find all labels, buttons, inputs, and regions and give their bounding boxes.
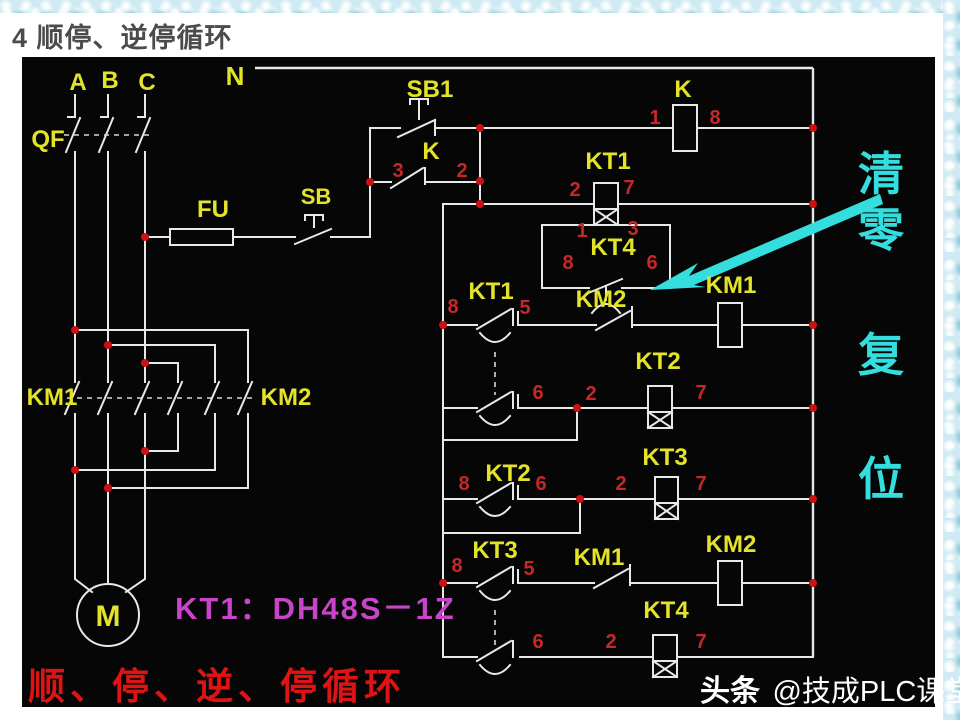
k-coil [479,104,814,152]
reset-note-char: 清 [858,148,904,200]
kt4-reset-terminal-1: 1 [576,220,587,242]
circuit-panel: A B C N QF FU SB SB1 K K KT1 KT4 KM1 KM2… [22,57,935,707]
kt2-coil-terminal-2: 2 [585,383,596,405]
kt1-contact-terminal-5: 5 [519,297,530,319]
sb1-pushbutton [369,98,481,139]
row-kt3-km1-km2coil [442,560,814,649]
k-coil-label: K [674,76,692,103]
qf-label: QF [31,126,64,153]
kt4-reset-terminal-8: 8 [562,252,573,274]
kt3-coil-terminal-7: 7 [695,473,706,495]
sb-label: SB [301,184,332,209]
circuit-diagram: A B C N QF FU SB SB1 K K KT1 KT4 KM1 KM2… [27,61,883,679]
k-coil-terminal-8: 8 [709,107,720,129]
kt2-contact-label: KT2 [485,460,530,487]
kt1-coil-terminal-7: 7 [623,177,634,199]
kt4-coil-terminal-7: 7 [695,631,706,653]
kt1-contact-terminal-6: 6 [532,382,543,404]
kt4-reset-terminal-3: 3 [627,218,638,240]
top-border-texture [0,0,960,13]
kt4-coil-terminal-2: 2 [605,631,616,653]
kt4-reset-contact [541,224,671,315]
km1-coil-label: KM1 [706,272,757,299]
km1-nc-label: KM1 [574,544,625,571]
km2-nc-label: KM2 [576,286,627,313]
reset-note-char: 复 [858,328,904,381]
k-contact-label: K [422,138,440,165]
reset-note: 清 零 复 位 [852,150,910,503]
watermark-brand: 头条 [700,675,760,708]
kt3-contact-terminal-8: 8 [451,555,462,577]
phase-b-label: B [101,67,118,94]
kt3-contact-terminal-5: 5 [523,558,534,580]
row-kt2-kt3coil [442,476,814,534]
reset-arrow [650,194,883,290]
reset-note-char: 位 [858,452,904,505]
right-border-texture [943,0,960,720]
kt3-coil-label: KT3 [642,444,687,471]
fuse-fu [144,228,296,246]
kt1-coil-label: KT1 [585,148,630,175]
kt3-coil-terminal-2: 2 [615,473,626,495]
phase-a-label: A [69,69,86,96]
kt4-reset-terminal-6: 6 [646,252,657,274]
phase-lines [64,94,152,383]
kt1-contact-terminal-8: 8 [447,296,458,318]
kt2-contact-terminal-8: 8 [458,473,469,495]
km-main-contacts [63,329,256,489]
row-kt1b-kt2coil [442,385,814,441]
k-coil-terminal-1: 1 [649,107,660,129]
kt1-coil-terminal-2: 2 [569,179,580,201]
sb1-label: SB1 [407,76,454,103]
kt1-contact-label: KT1 [468,278,513,305]
motor-label: M [96,600,121,633]
motor [74,444,146,647]
kt2-coil-terminal-7: 7 [695,382,706,404]
kt3-contact-label: KT3 [472,537,517,564]
row-kt1-km2-km1coil [442,302,814,395]
k-contact-terminal-2: 2 [456,160,467,182]
kt2-coil-label: KT2 [635,348,680,375]
row-kt3b-kt4coil [442,634,814,679]
kt4-coil-label: KT4 [643,597,689,624]
fu-label: FU [197,196,229,223]
watermark: 头条 @技成PLC课堂 [700,666,960,710]
km2-block-label: KM2 [261,384,312,411]
junction-dots [71,124,817,587]
page-title: 4 顺停、逆停循环 [12,23,233,53]
kt4-reset-label: KT4 [590,234,636,261]
kt3-contact-terminal-6: 6 [532,631,543,653]
timer-model-spec: KT1：DH48S－1Z [175,591,456,626]
kt2-contact-terminal-6: 6 [535,473,546,495]
km1-block-label: KM1 [27,384,78,411]
kt1-coil [479,182,814,227]
reset-note-char: 零 [858,204,904,257]
watermark-handle: @技成PLC课堂 [772,676,960,708]
neutral-label: N [226,61,245,91]
cycle-slogan: 顺、停、逆、停循环 [28,666,406,707]
phase-c-label: C [138,69,155,96]
km2-coil-label: KM2 [706,531,757,558]
k-contact-terminal-3: 3 [392,160,403,182]
